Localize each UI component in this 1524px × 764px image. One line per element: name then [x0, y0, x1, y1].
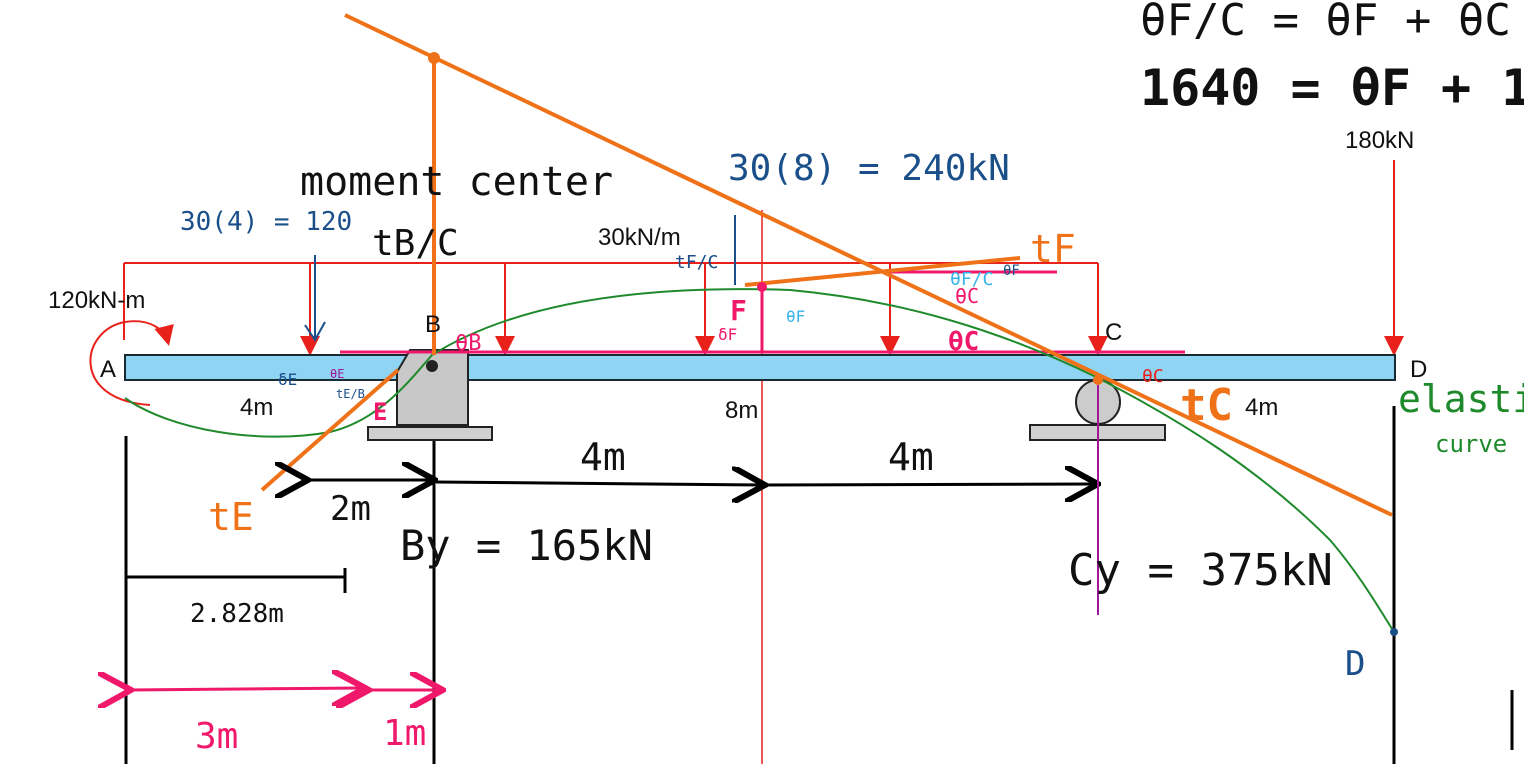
tfc-label: tF/C — [675, 252, 718, 273]
tf-label: tF — [1030, 227, 1076, 271]
curve-label: curve — [1435, 430, 1507, 458]
distributed-load — [123, 160, 1404, 356]
theta-e-label: θE — [330, 367, 344, 381]
te-label: tE — [208, 495, 254, 539]
theta-c-small-label: θC — [955, 284, 979, 308]
dimension-arrows — [125, 480, 1095, 593]
theta-b-label: θB — [455, 331, 482, 356]
dim-1m: 1m — [383, 713, 426, 754]
pin-support-b — [367, 349, 493, 441]
label-a: A — [100, 356, 116, 383]
theta-f-small-label: θF — [1003, 263, 1020, 279]
delta-f-label: δF — [718, 325, 737, 344]
reaction-cy: Cy = 375kN — [1068, 545, 1333, 596]
tbc-label: tB/C — [372, 223, 459, 264]
point-d-dot — [1390, 628, 1398, 636]
span-right: 4m — [1245, 394, 1278, 421]
dim-2m: 2m — [330, 489, 371, 529]
beam — [124, 354, 1396, 381]
label-f: F — [730, 294, 747, 327]
equation-2: 1640 = θF + 1440 — [1140, 59, 1524, 117]
moment-arrow — [89, 320, 174, 406]
resultant-left-label: 30(4) = 120 — [180, 207, 352, 237]
label-b: B — [425, 311, 441, 338]
theta-c-label: θC — [948, 327, 979, 357]
point-load-label: 180kN — [1345, 127, 1414, 154]
resultant-mid-label: 30(8) = 240kN — [728, 148, 1010, 189]
tc-label: tC — [1180, 380, 1233, 431]
dim-4m-right: 4m — [888, 435, 934, 479]
dim-4m-left: 4m — [580, 435, 626, 479]
delta-e-label: δE — [278, 370, 297, 389]
curve-point-d-label: D — [1345, 644, 1365, 684]
theta-fc-label: θF/C — [950, 269, 993, 290]
distributed-load-label: 30kN/m — [598, 224, 681, 251]
pink-dimension-arrows — [128, 688, 440, 690]
moment-label: 120kN-m — [48, 287, 145, 314]
theta-c-right-label: θC — [1142, 366, 1164, 387]
moment-center-label: moment center — [300, 159, 613, 205]
dim-2828m: 2.828m — [190, 599, 284, 629]
label-d: D — [1410, 356, 1427, 383]
span-left: 4m — [240, 394, 273, 421]
theta-f-label: θF — [786, 307, 805, 326]
dim-3m: 3m — [195, 716, 238, 757]
label-c: C — [1105, 319, 1122, 346]
equation-1: θF/C = θF + θC — [1140, 0, 1511, 46]
label-e: E — [373, 398, 387, 426]
teb-label: tE/B — [336, 387, 365, 401]
reaction-by: By = 165kN — [400, 521, 653, 570]
span-mid: 8m — [725, 397, 758, 424]
